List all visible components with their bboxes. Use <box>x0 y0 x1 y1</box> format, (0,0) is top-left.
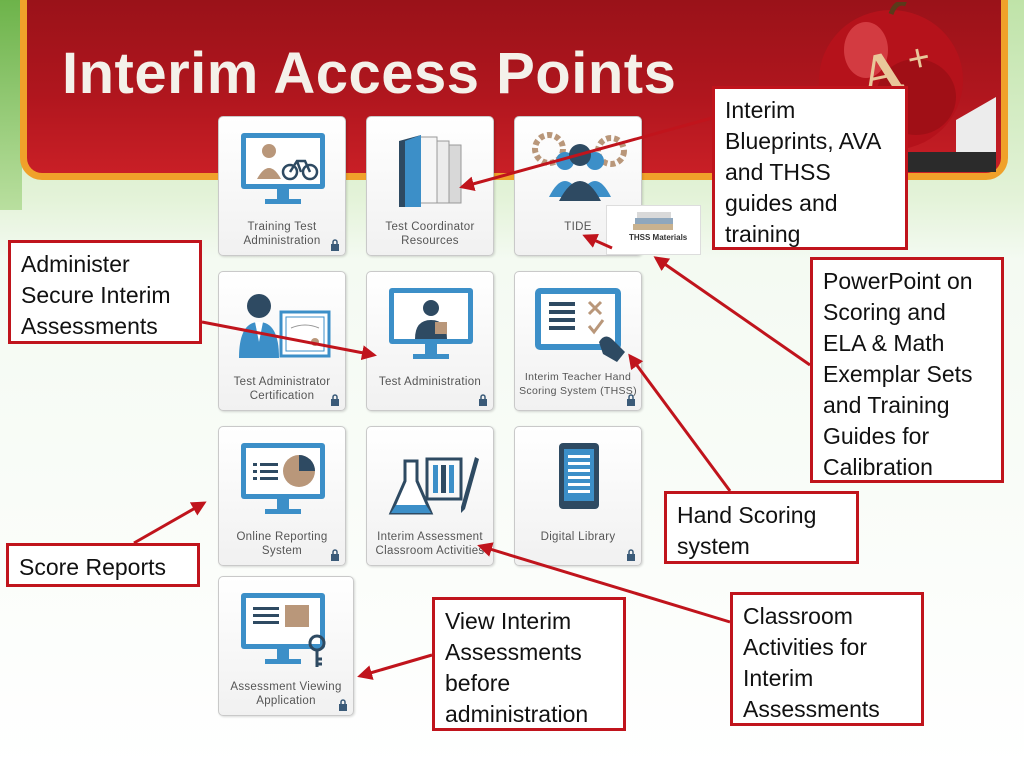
tile-label: Test Administration <box>378 376 482 388</box>
tile-label: Interim Assessment Classroom Activities <box>375 531 485 557</box>
callout-powerpoint: PowerPoint on Scoring and ELA & Math Exe… <box>810 257 1004 483</box>
callout-score-reports: Score Reports <box>6 543 200 587</box>
monitor-person-icon <box>389 288 473 359</box>
lock-icon <box>627 549 635 561</box>
arrow-view-interim <box>357 653 433 680</box>
tile-training-test-administration[interactable]: Training Test Administration <box>218 116 346 256</box>
lock-icon <box>331 549 339 561</box>
lock-icon <box>331 394 339 406</box>
tile-assessment-viewing-application[interactable]: Assessment Viewing Application <box>218 576 354 716</box>
tile-label: Test Administrator Certification <box>233 376 331 402</box>
people-gears-icon <box>532 132 627 201</box>
flask-abacus-pencil-icon <box>388 457 479 515</box>
tile-test-administrator-certification[interactable]: Test Administrator Certification <box>218 271 346 411</box>
callout-classroom: Classroom Activities for Interim Assessm… <box>730 592 924 726</box>
monitor-keys-icon <box>241 593 326 667</box>
tile-label: Test Coordinator Resources <box>385 221 475 247</box>
ereader-icon <box>559 443 599 509</box>
slide-title: Interim Access Points <box>62 41 677 106</box>
callout-view-interim: View Interim Assessments before administ… <box>432 597 626 731</box>
monitor-bicycle-icon <box>241 133 325 204</box>
side-accent-bar <box>0 0 22 210</box>
lock-icon <box>339 699 347 711</box>
thss-materials-label: THSS Materials <box>629 233 688 242</box>
tile-test-administration[interactable]: Test Administration <box>366 271 494 411</box>
stacked-books-icon <box>633 212 673 230</box>
callout-blueprints: Interim Blueprints, AVA and THSS guides … <box>712 86 908 250</box>
tablet-hand-icon <box>535 288 625 362</box>
callout-hand-scoring: Hand Scoring system <box>664 491 859 564</box>
lock-icon <box>479 394 487 406</box>
tile-test-coordinator-resources[interactable]: Test Coordinator Resources <box>366 116 494 256</box>
tile-label: Interim Teacher Hand Scoring System (THS… <box>519 371 637 397</box>
tile-label: Digital Library <box>540 531 616 543</box>
binders-icon <box>399 135 462 207</box>
thss-materials-thumbnail[interactable]: THSS Materials <box>606 205 701 255</box>
tile-label: Online Reporting System <box>236 531 328 557</box>
arrow-score-reports <box>133 501 207 545</box>
arrow-powerpoint <box>653 256 811 367</box>
tile-label: Training Test Administration <box>243 221 321 247</box>
tile-online-reporting-system[interactable]: Online Reporting System <box>218 426 346 566</box>
tile-digital-library[interactable]: Digital Library <box>514 426 642 566</box>
tile-label: Assessment Viewing Application <box>230 681 342 707</box>
person-certificate-icon <box>239 294 331 358</box>
lock-icon <box>331 239 339 251</box>
tile-thss[interactable]: Interim Teacher Hand Scoring System (THS… <box>514 271 642 411</box>
tile-label: TIDE <box>564 221 592 233</box>
monitor-piechart-icon <box>241 443 325 514</box>
arrow-hand-scoring <box>628 353 732 492</box>
lock-icon <box>627 394 635 406</box>
tile-interim-assessment-classroom-activities[interactable]: Interim Assessment Classroom Activities <box>366 426 494 566</box>
callout-administer: Administer Secure Interim Assessments <box>8 240 202 344</box>
